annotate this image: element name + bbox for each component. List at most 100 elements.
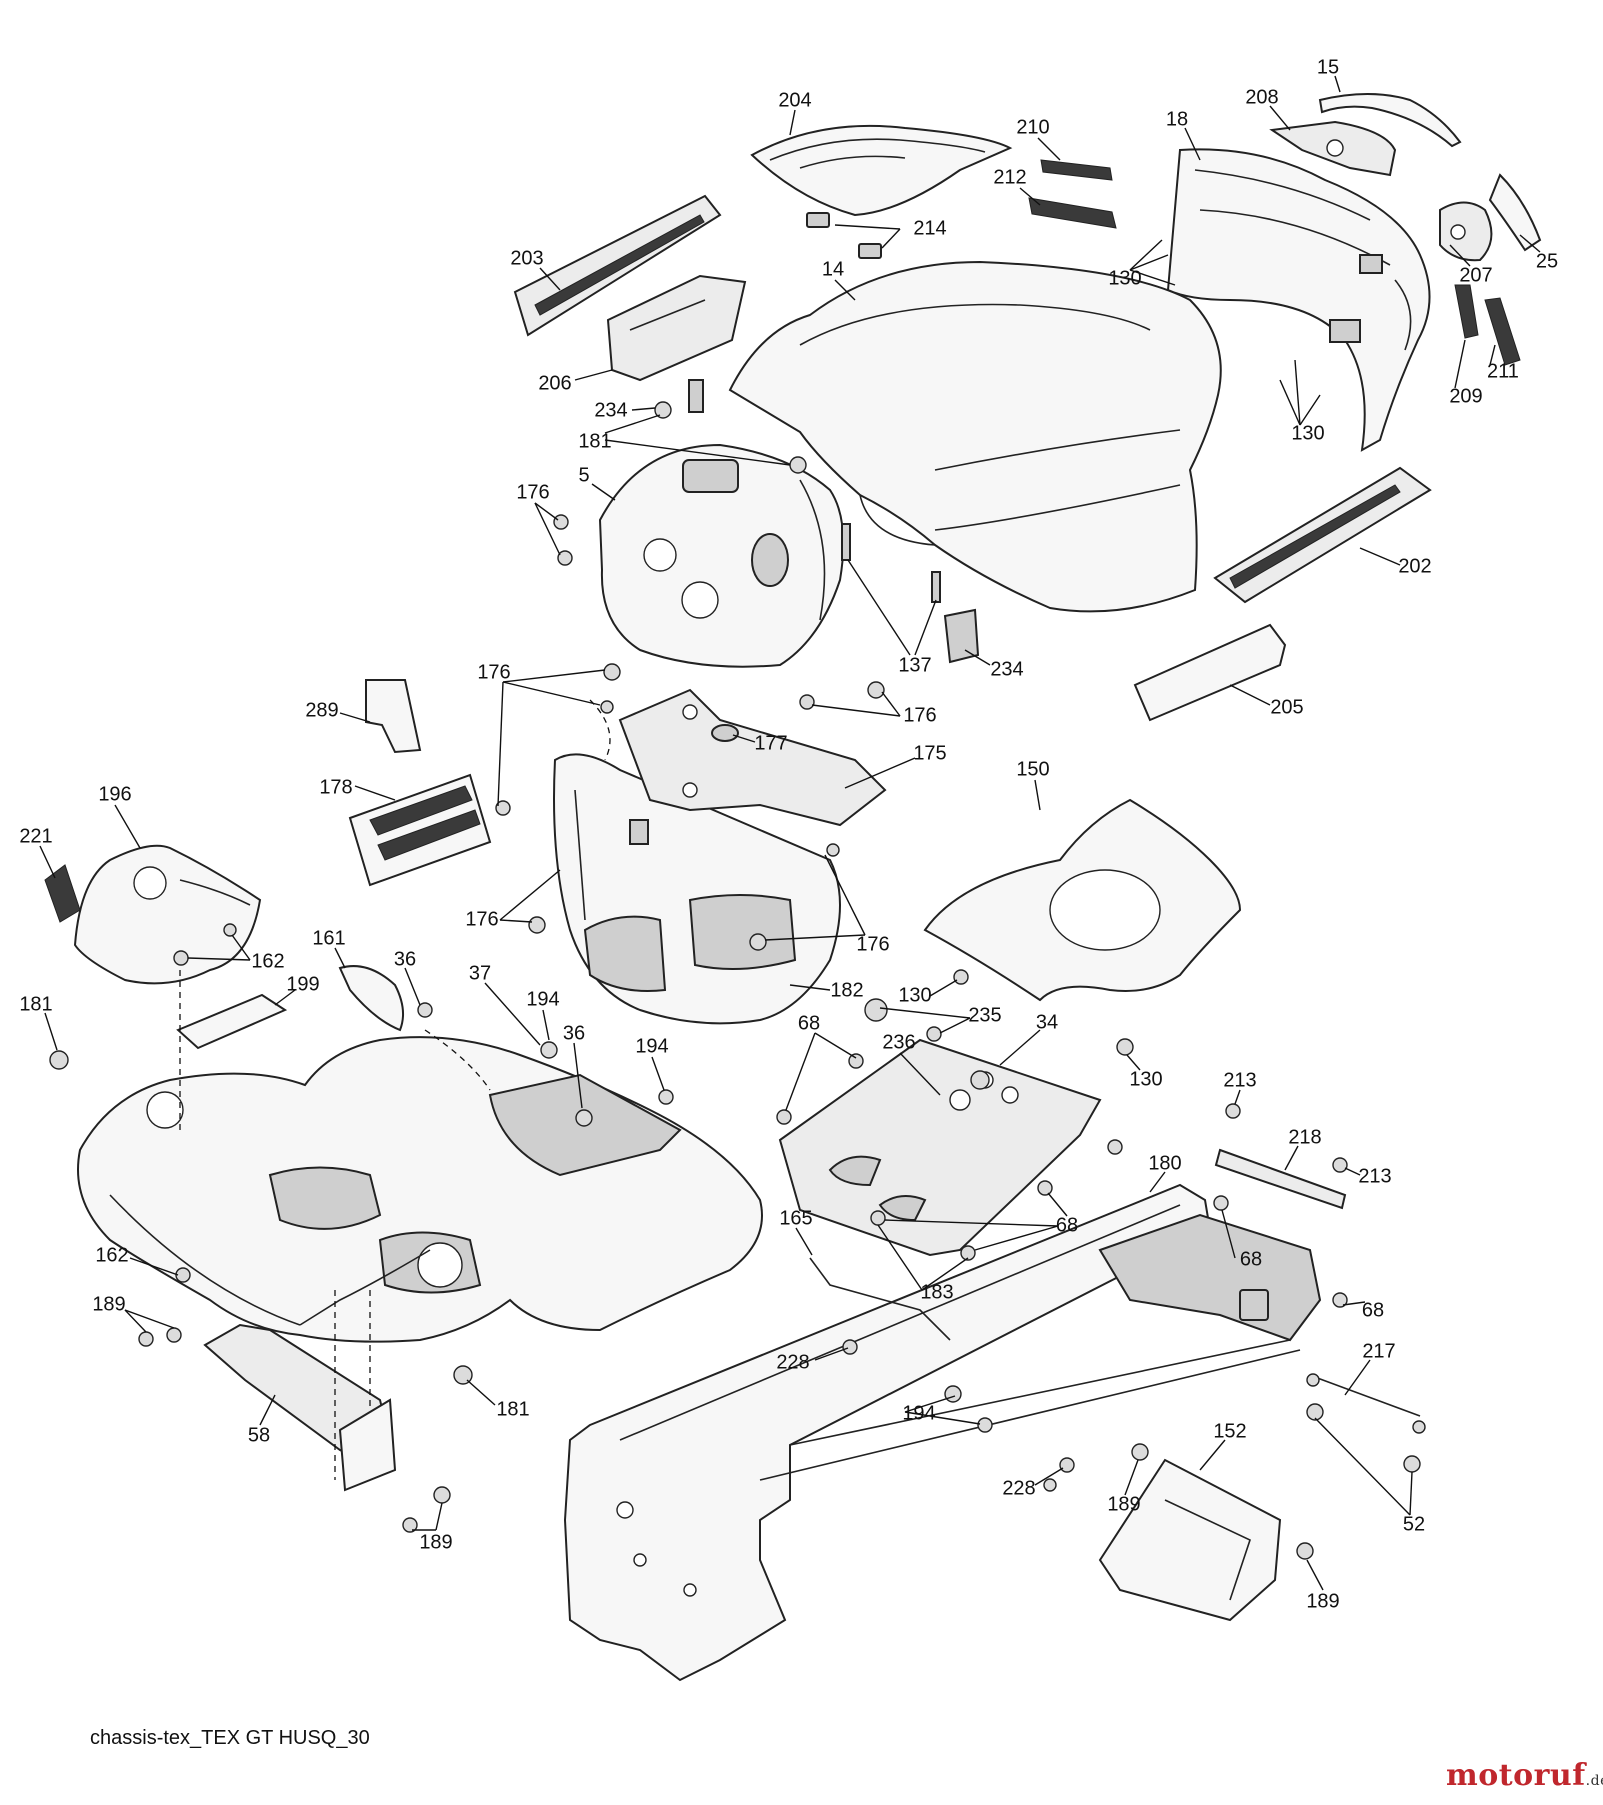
callout-130: 130: [1129, 1068, 1162, 1090]
part-137-rods: [841, 523, 941, 603]
part-207: [1439, 201, 1493, 262]
callout-181: 181: [496, 1398, 529, 1420]
part-212-grille: [1028, 197, 1117, 229]
callout-162: 162: [95, 1244, 128, 1266]
callout-130: 130: [1291, 422, 1324, 444]
callout-213: 213: [1358, 1165, 1391, 1187]
callout-211: 211: [1487, 360, 1519, 382]
callout-228: 228: [1002, 1477, 1035, 1499]
callout-137: 137: [898, 654, 931, 676]
callout-205: 205: [1270, 696, 1303, 718]
callout-181: 181: [19, 993, 52, 1015]
callout-189: 189: [1306, 1590, 1339, 1612]
callout-214: 214: [913, 217, 946, 239]
part-165-rod: [809, 1257, 951, 1341]
part-234-strips: [688, 379, 980, 664]
callout-36: 36: [394, 948, 416, 970]
callout-217: 217: [1362, 1340, 1395, 1362]
part-204-seat-pad: [750, 124, 1013, 217]
callout-18: 18: [1166, 108, 1188, 130]
brand-watermark: motoruf.de: [1446, 1758, 1603, 1793]
callout-176: 176: [477, 661, 510, 683]
callout-181: 181: [578, 430, 611, 452]
callout-15: 15: [1317, 56, 1339, 78]
part-214-clips: [806, 212, 882, 259]
callout-208: 208: [1245, 86, 1278, 108]
part-221-decal: [44, 864, 81, 923]
part-289-cover: [365, 679, 422, 754]
callout-218: 218: [1288, 1126, 1321, 1148]
callout-176: 176: [903, 704, 936, 726]
callout-236: 236: [882, 1031, 915, 1053]
callout-206: 206: [538, 372, 571, 394]
part-206-frame: [606, 274, 747, 382]
callout-189: 189: [419, 1531, 452, 1553]
brand-name: motoruf: [1446, 1758, 1586, 1793]
callout-196: 196: [98, 783, 131, 805]
callout-213: 213: [1223, 1069, 1256, 1091]
callout-150: 150: [1016, 758, 1049, 780]
callout-235: 235: [968, 1004, 1001, 1026]
callout-189: 189: [1107, 1493, 1140, 1515]
part-15-trim: [1318, 93, 1462, 148]
callout-194: 194: [526, 988, 559, 1010]
part-177-fastener: [711, 724, 739, 742]
callout-234: 234: [990, 658, 1023, 680]
part-217-rod: [1311, 1375, 1421, 1417]
part-161-bracket: [338, 965, 405, 1032]
callout-183: 183: [920, 1281, 953, 1303]
fasteners: [49, 401, 1426, 1560]
brand-tld: .de: [1585, 1773, 1603, 1789]
part-199-plate: [176, 993, 288, 1050]
part-211-grille: [1484, 297, 1521, 366]
callout-234: 234: [594, 399, 627, 421]
part-202-vent: [1213, 466, 1432, 604]
callout-199: 199: [286, 973, 319, 995]
callout-221: 221: [19, 825, 52, 847]
part-175-plate: [618, 688, 887, 827]
leader-lines: [39, 75, 1541, 1591]
part-150-deck-cover: [923, 798, 1242, 1002]
part-210-grille: [1040, 159, 1113, 181]
callout-189: 189: [92, 1293, 125, 1315]
callout-194: 194: [635, 1035, 668, 1057]
callout-labels: 204 15 208 18 210 212 214 203 14 130 207 25 206 234 18…: [19, 56, 1558, 1612]
callout-182: 182: [830, 979, 863, 1001]
callout-204: 204: [778, 89, 811, 111]
callout-5: 5: [578, 464, 589, 486]
callout-210: 210: [1016, 116, 1049, 138]
callout-162: 162: [251, 950, 284, 972]
callout-152: 152: [1213, 1420, 1246, 1442]
callout-36: 36: [563, 1022, 585, 1044]
callout-180: 180: [1148, 1152, 1181, 1174]
callout-37: 37: [469, 962, 491, 984]
callout-161: 161: [312, 927, 345, 949]
callout-194: 194: [902, 1402, 935, 1424]
callout-203: 203: [510, 247, 543, 269]
callout-175: 175: [913, 742, 946, 764]
callout-68: 68: [798, 1012, 820, 1034]
part-218-bar: [1214, 1148, 1347, 1210]
callout-25: 25: [1536, 250, 1558, 272]
callout-176: 176: [465, 908, 498, 930]
callout-68: 68: [1240, 1248, 1262, 1270]
part-205-cover: [1133, 623, 1287, 722]
part-34-seat-plate: [778, 1038, 1102, 1257]
callout-289: 289: [305, 699, 338, 721]
callout-58: 58: [248, 1424, 270, 1446]
callout-34: 34: [1036, 1011, 1058, 1033]
part-14-hood: [728, 260, 1222, 613]
callout-165: 165: [779, 1207, 812, 1229]
callout-14: 14: [822, 258, 844, 280]
callout-68: 68: [1362, 1299, 1384, 1321]
callout-178: 178: [319, 776, 352, 798]
part-196-seat-base: [73, 844, 262, 985]
callout-176: 176: [516, 481, 549, 503]
callout-130: 130: [1108, 267, 1141, 289]
callout-212: 212: [993, 166, 1026, 188]
part-18-front-bumper: [1166, 148, 1431, 452]
callout-207: 207: [1459, 264, 1492, 286]
callout-209: 209: [1449, 385, 1482, 407]
